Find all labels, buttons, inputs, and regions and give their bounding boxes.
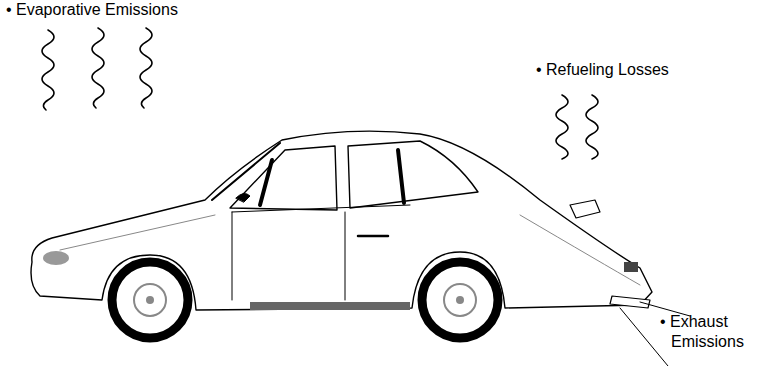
rear-hub: [444, 284, 476, 316]
door-window: [230, 146, 337, 210]
window-pillar: [260, 150, 404, 205]
side-sill: [250, 302, 410, 310]
exhaust-pipe: [610, 296, 650, 308]
label-text: • Evaporative Emissions: [6, 0, 266, 20]
headlight: [43, 251, 69, 265]
rear-hub-center: [456, 296, 464, 304]
vapor-squiggle: [42, 30, 54, 110]
rear-window: [348, 141, 478, 208]
mirror: [236, 193, 250, 202]
rear-wheel: [422, 262, 498, 338]
front-wheel: [112, 262, 188, 338]
door-outline: [232, 205, 410, 300]
vapor-squiggle: [556, 95, 568, 159]
front-hub: [134, 284, 166, 316]
vapor-squiggle: [92, 28, 104, 108]
front-hub-center: [146, 296, 154, 304]
vapor-squiggle: [586, 95, 598, 159]
vapor-squiggle: [140, 28, 152, 108]
fuel-flap: [570, 200, 600, 218]
label-text: • Exhaust Emissions: [660, 312, 767, 352]
tail-light: [624, 262, 638, 272]
door-handle: [358, 235, 388, 238]
label-text: • Refueling Losses: [536, 60, 736, 80]
